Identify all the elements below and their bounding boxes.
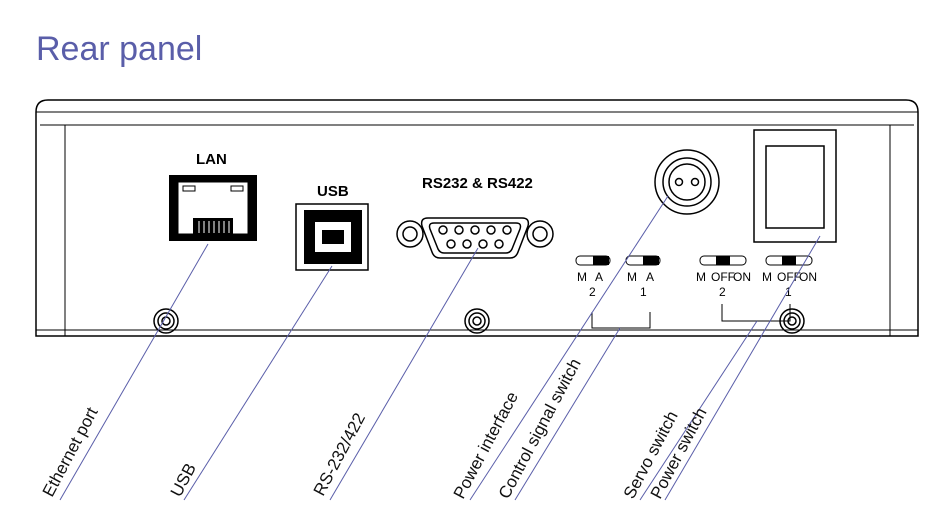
svg-text:M: M — [762, 270, 772, 284]
svg-text:M: M — [577, 270, 587, 284]
svg-text:M: M — [696, 270, 706, 284]
control-bracket — [591, 312, 651, 329]
usb-port — [295, 203, 369, 271]
lan-label: LAN — [196, 151, 227, 168]
svg-text:A: A — [595, 270, 603, 284]
control-switch-1: M A 1 — [625, 255, 661, 299]
power-connector — [654, 149, 720, 215]
svg-text:M: M — [627, 270, 637, 284]
svg-text:OFF: OFF — [777, 270, 801, 284]
callout-usb: USB — [167, 460, 200, 500]
page-title: Rear panel — [36, 30, 203, 68]
svg-text:ON: ON — [799, 270, 817, 284]
svg-text:1: 1 — [785, 285, 792, 299]
usb-label: USB — [317, 183, 349, 200]
lan-port — [169, 175, 257, 241]
callout-control-signal-switch: Control signal switch — [495, 355, 585, 502]
screw-right — [779, 308, 805, 334]
serial-label: RS232 & RS422 — [422, 175, 533, 192]
svg-text:ON: ON — [733, 270, 751, 284]
svg-text:A: A — [646, 270, 654, 284]
leader-lines — [59, 195, 821, 501]
screw-left — [153, 308, 179, 334]
servo-switch-1: M OFF ON 1 — [762, 255, 817, 299]
control-switch-2: M A 2 — [575, 255, 611, 299]
chassis — [35, 99, 919, 337]
screw-middle — [464, 308, 490, 334]
svg-text:2: 2 — [589, 285, 596, 299]
power-switch — [753, 129, 837, 243]
svg-text:2: 2 — [719, 285, 726, 299]
callout-rs: RS-232/422 — [310, 410, 369, 499]
callout-ethernet-port: Ethernet port — [39, 404, 102, 500]
svg-text:OFF: OFF — [711, 270, 735, 284]
serial-port — [396, 217, 554, 259]
svg-text:1: 1 — [640, 285, 647, 299]
servo-switch-2: M OFF ON 2 — [696, 255, 751, 299]
